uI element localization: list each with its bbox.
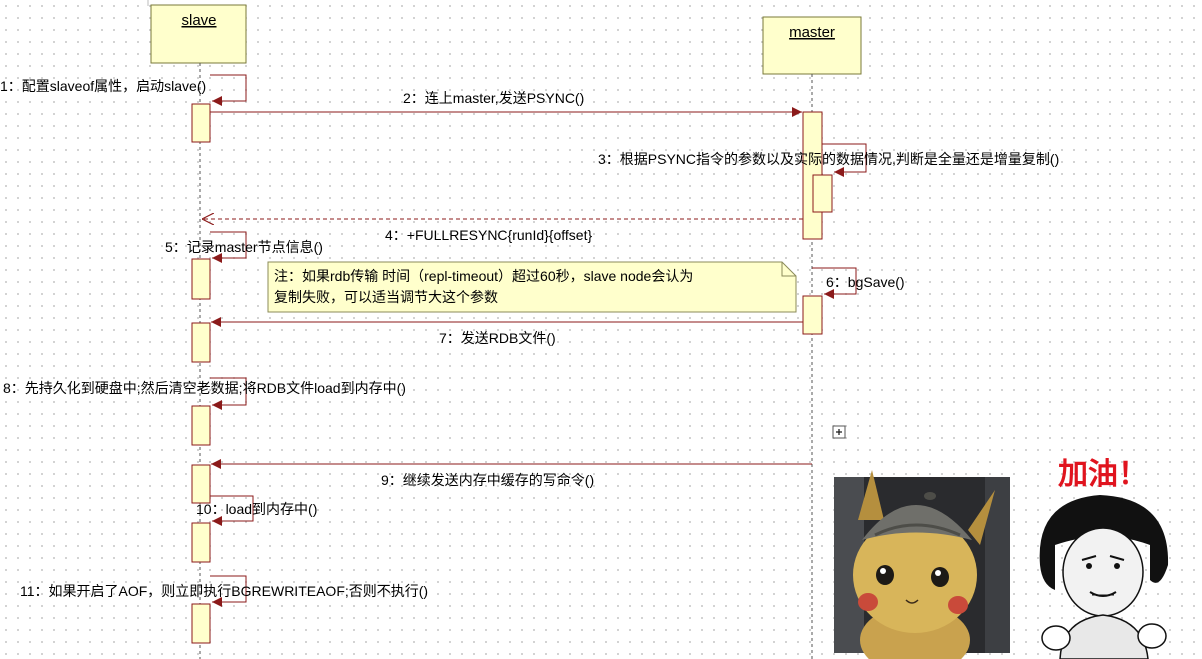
cheering-meme-figure: 加油！ (1039, 457, 1169, 659)
self-loop-3[interactable] (822, 143, 867, 177)
message-label-10: 10：load到内存中() (196, 501, 317, 517)
plus-box-icon[interactable] (832, 425, 846, 439)
activation-bar[interactable] (191, 603, 211, 644)
message-label-3: 3：根据PSYNC指令的参数以及实际的数据情况,判断是全量还是增量复制() (598, 151, 1059, 167)
message-label-11: 11：如果开启了AOF，则立即执行BGREWRITEAOF;否则不执行() (20, 583, 428, 599)
message-label-8: 8：先持久化到硬盘中;然后清空老数据;将RDB文件load到内存中() (3, 380, 406, 396)
note-line-1: 注：如果rdb传输 时间（repl-timeout）超过60秒，slave no… (274, 268, 693, 284)
activation-bar[interactable] (191, 464, 211, 504)
message-label-6: 6：bgSave() (826, 274, 905, 290)
self-loop-5[interactable] (210, 231, 247, 263)
activation-bar[interactable] (812, 174, 833, 213)
activation-bar[interactable] (191, 522, 211, 563)
master-activation-bars (802, 111, 833, 335)
self-loop-1[interactable] (210, 74, 247, 106)
master-lifeline-label: master (789, 24, 835, 41)
activation-bar[interactable] (191, 258, 211, 300)
message-label-5: 5：记录master节点信息() (165, 239, 323, 255)
slave-lifeline-label: slave (181, 12, 216, 29)
message-label-7: 7：发送RDB文件() (439, 330, 556, 346)
slave-activation-bars (191, 103, 211, 644)
message-label-1: 1：配置slaveof属性，启动slave() (0, 78, 206, 94)
self-loop-10[interactable] (210, 495, 254, 526)
message-label-2: 2：连上master,发送PSYNC() (403, 90, 584, 106)
message-label-4: 4：+FULLRESYNC{runId}{offset} (385, 227, 592, 243)
self-loop-8[interactable] (210, 377, 247, 410)
slave-lifeline-head[interactable]: slave (150, 4, 247, 64)
activation-bar[interactable] (191, 103, 211, 143)
detective-pikachu-photo (834, 470, 1010, 659)
activation-bar[interactable] (191, 322, 211, 363)
self-message-loops (210, 74, 867, 607)
note-box[interactable]: 注：如果rdb传输 时间（repl-timeout）超过60秒，slave no… (267, 261, 797, 313)
master-lifeline-head[interactable]: master (762, 16, 862, 75)
note-line-2: 复制失败，可以适当调节大这个参数 (274, 289, 498, 305)
activation-bar[interactable] (191, 405, 211, 446)
message-label-9: 9：继续发送内存中缓存的写命令() (381, 472, 594, 488)
activation-bar[interactable] (802, 295, 823, 335)
meme-caption: 加油！ (1058, 457, 1148, 492)
self-loop-6[interactable] (812, 267, 857, 299)
self-loop-11[interactable] (210, 575, 247, 607)
